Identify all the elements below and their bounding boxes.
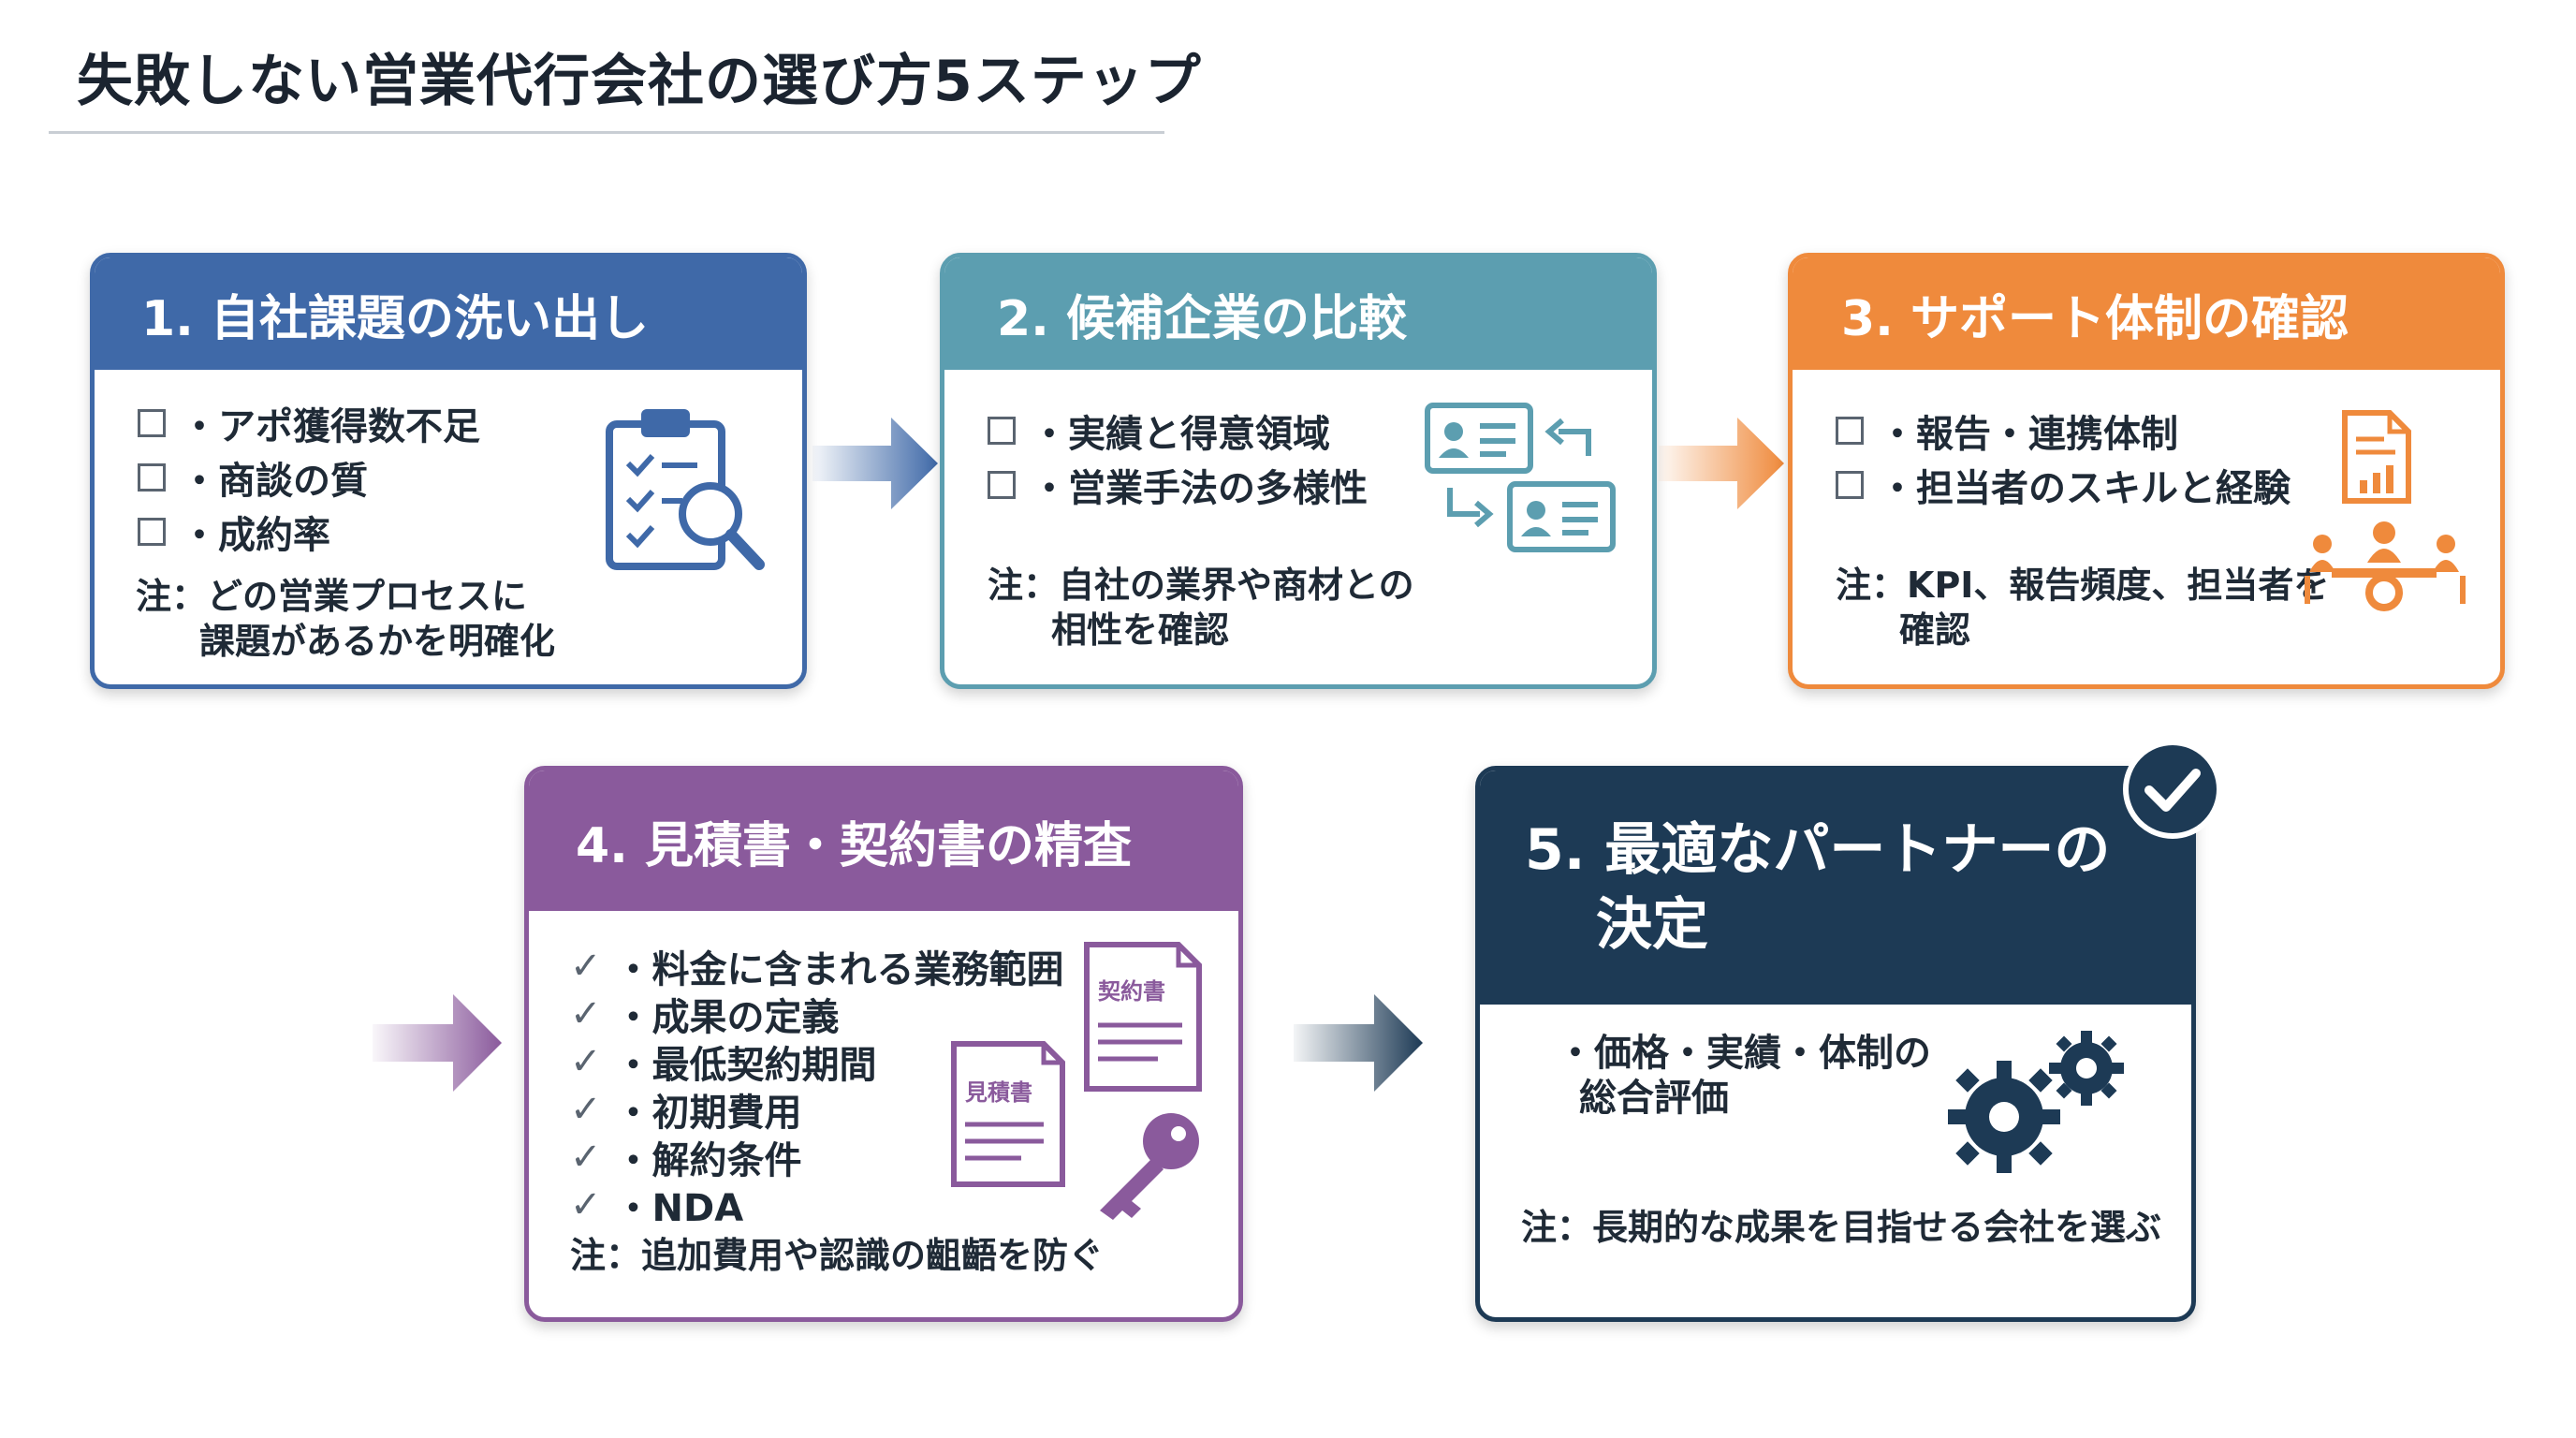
checkmark-icon: ✓ — [570, 945, 602, 988]
step-4-item: ✓ ・NDA — [570, 1183, 744, 1230]
step-4-item: ✓ ・解約条件 — [570, 1136, 802, 1182]
step-4-item: ✓ ・初期費用 — [570, 1088, 802, 1135]
step-2-item: ・実績と得意領域 — [988, 404, 1330, 458]
step-3-card: 3. サポート体制の確認 ・報告・連携体制 ・担当者のスキルと経験 注：KPI、… — [1788, 253, 2505, 689]
checkmark-icon: ✓ — [570, 1136, 602, 1179]
checkmark-icon: ✓ — [570, 1040, 602, 1083]
step-5-card: 5. 最適なパートナーの 決定 ・価格・実績・体制の 総合評価 — [1475, 766, 2196, 1322]
step-2-heading: 2. 候補企業の比較 — [997, 290, 1408, 347]
step-5-heading-line2: 決定 — [1596, 892, 1708, 958]
step-1-card: 1. 自社課題の洗い出し ・アポ獲得数不足 ・商談の質 ・成約率 注：どの営業プ… — [90, 253, 807, 689]
step-4-heading: 4. 見積書・契約書の精査 — [576, 817, 1133, 874]
doc-label-estimate: 見積書 — [965, 1079, 1032, 1106]
report-team-meeting-icon — [2305, 410, 2466, 611]
title-divider — [49, 131, 1164, 134]
step-3-item: ・担当者のスキルと経験 — [1836, 458, 2291, 512]
checkbox-icon — [988, 417, 1016, 445]
checkbox-icon — [138, 463, 166, 492]
checkbox-icon — [1836, 471, 1864, 499]
step-1-item: ・成約率 — [138, 505, 330, 559]
step-2-card: 2. 候補企業の比較 ・実績と得意領域 ・営業手法の多様性 注：自社の業界や商材… — [940, 253, 1657, 689]
step-4-header: 4. 見積書・契約書の精査 — [529, 770, 1238, 911]
step-4-item: ✓ ・成果の定義 — [570, 992, 840, 1039]
arrow-right-icon — [373, 994, 502, 1092]
step-1-header: 1. 自社課題の洗い出し — [95, 257, 802, 370]
checkbox-icon — [138, 518, 166, 546]
step-5-item: ・価格・実績・体制の 総合評価 — [1557, 1032, 1931, 1120]
arrow-right-icon — [1659, 418, 1784, 509]
gears-icon — [1948, 1031, 2124, 1173]
step-2-note: 注：自社の業界や商材との 相性を確認 — [988, 565, 1414, 651]
step-3-note: 注：KPI、報告頻度、担当者を 確認 — [1836, 565, 2330, 651]
step-5-heading-line1: 5. 最適なパートナーの — [1525, 817, 2111, 883]
step-2-header: 2. 候補企業の比較 — [944, 257, 1652, 370]
step-4-item: ✓ ・最低契約期間 — [570, 1040, 877, 1087]
step-4-note: 注：追加費用や認識の齟齬を防ぐ — [570, 1235, 1105, 1276]
doc-label-contract: 契約書 — [1098, 978, 1165, 1005]
checkmark-icon: ✓ — [570, 1183, 602, 1226]
step-4-item: ✓ ・料金に含まれる業務範囲 — [570, 945, 1064, 991]
arrow-right-icon — [812, 418, 938, 509]
step-1-heading: 1. 自社課題の洗い出し — [141, 290, 650, 347]
step-1-item: ・アポ獲得数不足 — [138, 396, 480, 450]
step-5-note: 注：長期的な成果を目指せる会社を選ぶ — [1521, 1207, 2162, 1248]
step-2-item: ・営業手法の多様性 — [988, 458, 1368, 512]
step-1-item: ・商談の質 — [138, 450, 368, 505]
clipboard-magnifier-icon — [606, 409, 765, 570]
page-title: 失敗しない営業代行会社の選び方5ステップ — [77, 49, 1202, 114]
checkmark-icon: ✓ — [570, 1088, 602, 1131]
checkbox-icon — [138, 409, 166, 437]
checkmark-badge-icon — [2123, 740, 2222, 839]
arrow-right-icon — [1294, 994, 1423, 1092]
step-3-header: 3. サポート体制の確認 — [1793, 257, 2500, 370]
step-3-item: ・報告・連携体制 — [1836, 404, 2178, 458]
checkmark-icon: ✓ — [570, 992, 602, 1035]
step-4-card: 4. 見積書・契約書の精査 ✓ ・料金に含まれる業務範囲 ✓ ・成果の定義 ✓ … — [524, 766, 1243, 1322]
step-5-header: 5. 最適なパートナーの 決定 — [1480, 770, 2191, 1005]
documents-key-icon: 見積書 契約書 — [951, 942, 1202, 1220]
profile-cards-compare-icon — [1425, 403, 1616, 552]
step-3-heading: 3. サポート体制の確認 — [1841, 290, 2349, 347]
checkbox-icon — [1836, 417, 1864, 445]
checkbox-icon — [988, 471, 1016, 499]
step-1-note: 注：どの営業プロセスに 課題があるかを明確化 — [136, 576, 556, 662]
